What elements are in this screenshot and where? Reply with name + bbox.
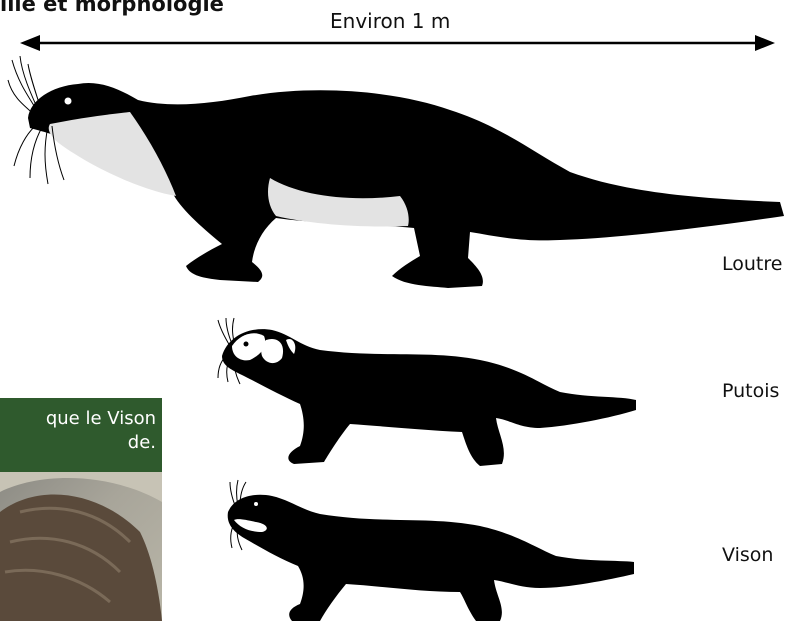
note-line-1: que le Vison <box>10 407 156 431</box>
note-line-2: de. <box>10 431 156 455</box>
mink-body <box>228 495 634 621</box>
note-box: que le Vison de. <box>0 398 162 472</box>
mink-photo <box>0 472 162 621</box>
mink-photo-art <box>0 472 162 621</box>
label-vison: Vison <box>722 544 773 566</box>
